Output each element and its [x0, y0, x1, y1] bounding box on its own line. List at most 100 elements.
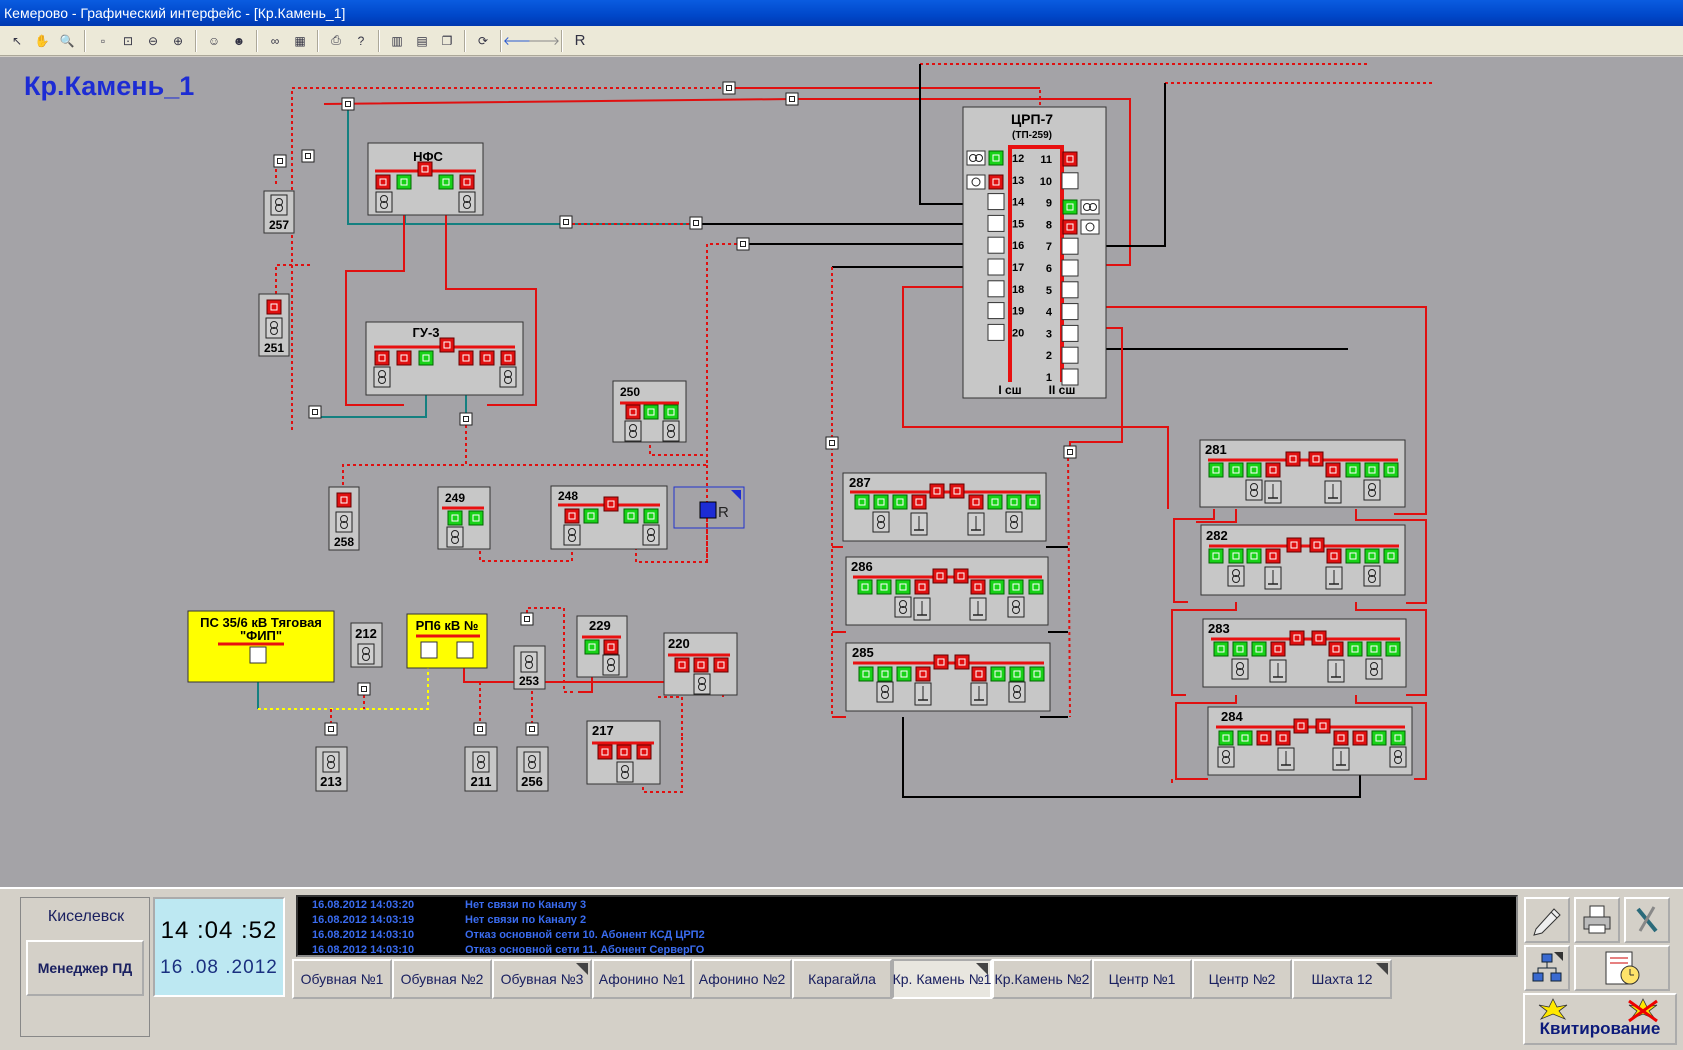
station-tab[interactable]: Кр. Камень №1: [892, 959, 992, 999]
substation-rp6[interactable]: РП6 кВ №: [406, 613, 488, 669]
calendar-icon[interactable]: ▦: [294, 33, 306, 48]
node-287[interactable]: 287: [842, 472, 1047, 542]
tile-vertical-icon[interactable]: ▥: [391, 33, 403, 48]
crp7-cell-breaker[interactable]: [1061, 346, 1079, 364]
manager-pd-button[interactable]: Менеджер ПД: [26, 940, 144, 996]
node-286-label: 286: [851, 559, 873, 574]
crp7-cell-breaker[interactable]: [1061, 368, 1079, 386]
station-tab[interactable]: Обувная №3: [492, 959, 592, 999]
node-258[interactable]: 258: [328, 486, 360, 551]
node-229[interactable]: 229: [576, 615, 628, 678]
forward-arrow-icon[interactable]: 🡒: [527, 34, 561, 48]
node-253[interactable]: 253: [513, 645, 546, 690]
magnifier-icon[interactable]: 🔍: [59, 33, 75, 48]
node-213[interactable]: 213: [315, 746, 348, 792]
tools-button[interactable]: [1624, 897, 1670, 943]
crp7-cell-label: 13: [1012, 175, 1024, 187]
node-212[interactable]: 212: [350, 622, 383, 668]
crp7-cell-breaker[interactable]: [1061, 172, 1079, 190]
log-message: Нет связи по Каналу 3: [465, 899, 587, 911]
crp7-cell-breaker[interactable]: [987, 236, 1005, 254]
node-251[interactable]: 251: [258, 293, 290, 357]
pointer-icon[interactable]: ↖: [11, 33, 23, 48]
city-label: Киселевск: [47, 908, 125, 925]
node-249[interactable]: 249: [437, 486, 491, 550]
substation-nfs[interactable]: НФС: [367, 142, 484, 216]
node-217[interactable]: 217: [586, 720, 661, 785]
print-icon[interactable]: ⎙: [331, 33, 341, 47]
station-tab-label: Карагайла: [808, 971, 876, 987]
station-tab[interactable]: Афонино №1: [592, 959, 692, 999]
refresh-icon[interactable]: ⟳: [477, 33, 489, 48]
toolbar-separator: [378, 29, 380, 52]
crp7-cell-label: 10: [1040, 176, 1052, 188]
reserve-indicator[interactable]: R: [673, 486, 745, 529]
node-250[interactable]: 250: [612, 380, 687, 443]
station-tab[interactable]: Обувная №2: [392, 959, 492, 999]
crp7-cell-breaker[interactable]: [1061, 303, 1079, 321]
user-icon[interactable]: ☺: [207, 33, 221, 48]
tile-horizontal-icon[interactable]: ▤: [416, 33, 428, 48]
zoom-in-icon[interactable]: ⊕: [172, 33, 184, 48]
crp7-cell-breaker[interactable]: [1061, 237, 1079, 255]
node-284[interactable]: 284: [1207, 706, 1413, 776]
clock-date: 16 .08 .2012: [160, 957, 278, 978]
substation-crp7[interactable]: ЦРП-7 (ТП-259) I сш II сш 12131415161718…: [962, 106, 1107, 399]
crp7-cell-breaker[interactable]: [987, 280, 1005, 298]
node-248[interactable]: 248: [550, 485, 668, 550]
node-256[interactable]: 256: [516, 746, 549, 792]
node-282[interactable]: 282: [1200, 524, 1406, 596]
users-icon[interactable]: ☻: [232, 33, 246, 48]
toolbar-separator: [195, 29, 197, 52]
node-286[interactable]: 286: [845, 556, 1049, 626]
tab-corner-marker: [576, 963, 588, 975]
r-button[interactable]: R: [574, 32, 586, 49]
crp7-cell-label: 5: [1046, 285, 1052, 297]
log-message: Нет связи по Каналу 2: [465, 914, 587, 926]
zoom-fit-icon[interactable]: ⊡: [122, 33, 134, 48]
hand-icon[interactable]: ✋: [34, 33, 50, 48]
station-tab[interactable]: Центр №2: [1192, 959, 1292, 999]
station-tab[interactable]: Кр.Камень №2: [992, 959, 1092, 999]
crp7-cell-label: 20: [1012, 327, 1024, 339]
station-tab[interactable]: Центр №1: [1092, 959, 1192, 999]
zoom-1to1-icon[interactable]: ▫: [100, 33, 106, 48]
crp7-cell-breaker[interactable]: [987, 214, 1005, 232]
station-tab[interactable]: Шахта 12: [1292, 959, 1392, 999]
crp7-cell-breaker[interactable]: [1061, 259, 1079, 277]
node-220[interactable]: 220: [663, 632, 738, 696]
cascade-icon[interactable]: ❐: [441, 33, 453, 48]
crp7-cell-breaker[interactable]: [987, 302, 1005, 320]
network-button[interactable]: [1524, 945, 1570, 991]
station-tab[interactable]: Обувная №1: [292, 959, 392, 999]
crp7-cell-breaker[interactable]: [1061, 324, 1079, 342]
node-283[interactable]: 283: [1202, 618, 1407, 688]
station-tab[interactable]: Карагайла: [792, 959, 892, 999]
crp7-cell-breaker[interactable]: [987, 193, 1005, 211]
node-285[interactable]: 285: [845, 642, 1051, 712]
crp7-cell-breaker[interactable]: [987, 258, 1005, 276]
station-tab[interactable]: Афонино №2: [692, 959, 792, 999]
node-287-label: 287: [849, 475, 871, 490]
substation-ps-35-6[interactable]: ПС 35/6 кВ Тяговая "ФИП": [187, 610, 335, 683]
crp7-cell-label: 12: [1012, 153, 1024, 165]
help-icon[interactable]: ?: [357, 33, 365, 48]
station-tab-label: Афонино №1: [598, 971, 686, 987]
crp7-cell-breaker[interactable]: [987, 323, 1005, 341]
pencil-tool-button[interactable]: [1524, 897, 1570, 943]
binoculars-icon[interactable]: ∞: [270, 33, 280, 48]
print-report-button[interactable]: [1574, 897, 1620, 943]
crp7-cell-breaker[interactable]: [1061, 281, 1079, 299]
schedule-button[interactable]: [1574, 945, 1670, 991]
node-211[interactable]: 211: [464, 746, 498, 792]
city-panel: Киселевск Менеджер ПД: [20, 897, 150, 1037]
node-281[interactable]: 281: [1199, 439, 1406, 508]
station-tab-label: Обувная №1: [300, 971, 384, 987]
back-arrow-icon[interactable]: 🡐: [502, 34, 536, 48]
acknowledge-button[interactable]: Квитирование: [1523, 993, 1677, 1045]
zoom-out-icon[interactable]: ⊖: [147, 33, 159, 48]
substation-gu3[interactable]: ГУ-3: [365, 321, 524, 396]
node-257[interactable]: 257: [263, 190, 295, 234]
